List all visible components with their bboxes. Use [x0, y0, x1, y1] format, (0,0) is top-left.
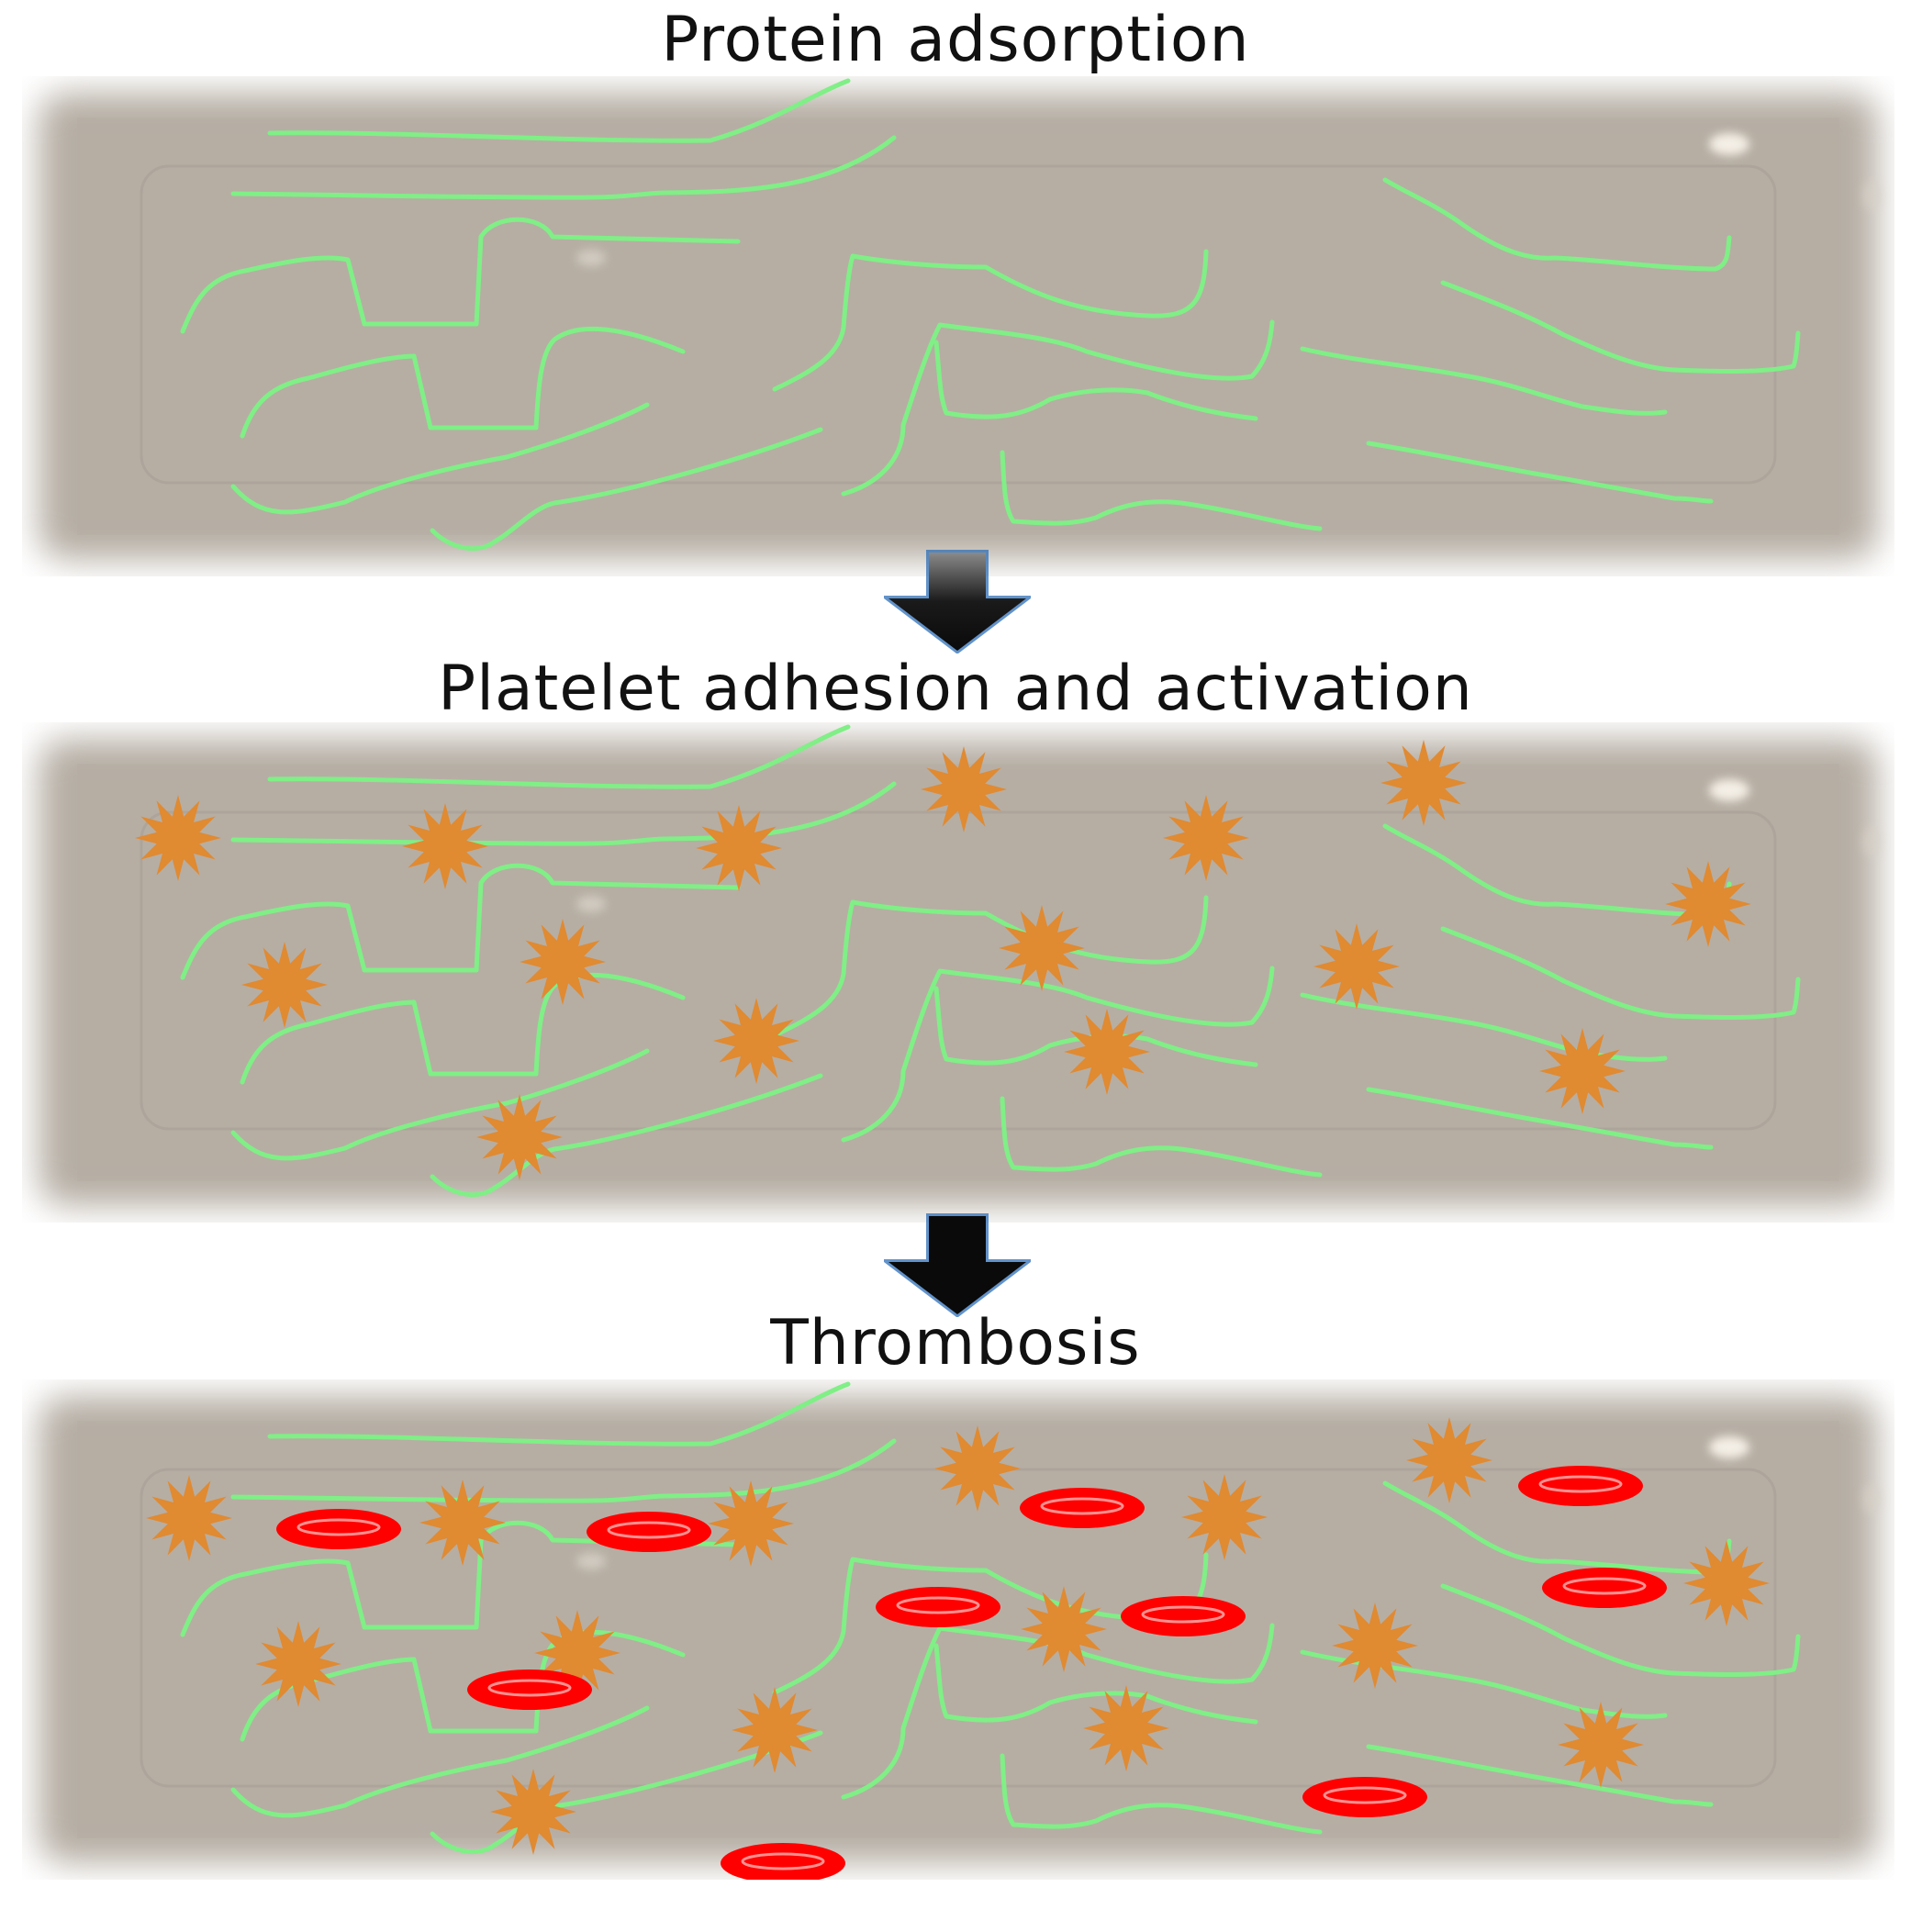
protein-fiber [772, 249, 1209, 392]
protein-fiber [230, 402, 650, 515]
panel-protein-adsorption [39, 78, 1881, 560]
activated-platelet [1558, 1702, 1644, 1788]
activated-platelet [1181, 1474, 1268, 1560]
protein-fiber [180, 217, 741, 334]
activated-platelet [1665, 861, 1751, 947]
activated-platelet [999, 905, 1085, 991]
protein-fiber [841, 1623, 1275, 1800]
protein-fibers [180, 78, 1801, 552]
protein-fiber [841, 319, 1275, 497]
activated-platelet [708, 1480, 794, 1567]
activated-platelet [921, 746, 1007, 832]
activated-platelet [1539, 1028, 1626, 1114]
protein-fiber [933, 986, 1258, 1067]
red-blood-cell [876, 1587, 1000, 1627]
activated-platelets [146, 1417, 1770, 1855]
red-blood-cell [721, 1843, 845, 1880]
red-blood-cell [587, 1512, 711, 1552]
activated-platelet [1064, 1009, 1150, 1095]
protein-fiber [180, 1520, 741, 1637]
protein-fiber [430, 427, 823, 552]
title-thrombosis: Thrombosis [770, 1307, 1141, 1379]
protein-fiber [230, 135, 897, 200]
protein-fiber [933, 1643, 1258, 1725]
activated-platelet [934, 1425, 1021, 1512]
protein-fiber [230, 1705, 650, 1818]
down-arrow-1 [884, 550, 1031, 653]
down-arrow-2 [884, 1213, 1031, 1317]
protein-fiber [933, 340, 1258, 421]
activated-platelet [1332, 1603, 1418, 1689]
activated-platelets [135, 740, 1751, 1180]
activated-platelet [520, 919, 606, 1005]
title-protein-adsorption: Protein adsorption [661, 4, 1250, 76]
protein-fiber [1366, 1744, 1714, 1807]
protein-fiber [267, 1381, 851, 1446]
activated-platelet [255, 1621, 341, 1707]
protein-fiber [1440, 1583, 1801, 1677]
protein-fiber [267, 78, 851, 143]
protein-fiber [230, 781, 897, 846]
activated-platelet [135, 795, 221, 881]
protein-fiber [240, 326, 686, 439]
activated-platelet [1083, 1685, 1169, 1771]
red-blood-cell [1302, 1777, 1427, 1817]
activated-platelet [146, 1475, 232, 1561]
activated-platelet [696, 805, 782, 891]
activated-platelet [419, 1480, 506, 1566]
activated-platelet [1380, 740, 1467, 826]
protein-fiber [1000, 450, 1323, 531]
activated-platelet [1406, 1417, 1492, 1503]
red-blood-cell [467, 1670, 592, 1710]
activated-platelet [1683, 1540, 1770, 1626]
activated-platelet [732, 1687, 818, 1773]
title-platelet-adhesion: Platelet adhesion and activation [438, 653, 1473, 725]
activated-platelet [713, 998, 799, 1084]
activated-platelet [534, 1610, 620, 1696]
activated-platelet [241, 942, 328, 1028]
protein-fiber [230, 1438, 897, 1503]
activated-platelet [490, 1769, 576, 1855]
activated-platelet [402, 803, 488, 889]
red-blood-cell [1518, 1466, 1643, 1506]
red-blood-cell [1020, 1488, 1145, 1528]
protein-fiber [1366, 1087, 1714, 1150]
red-blood-cell [1542, 1568, 1667, 1608]
protein-fiber [180, 863, 741, 980]
protein-fiber [1300, 346, 1668, 416]
red-blood-cell [276, 1509, 401, 1549]
protein-fiber [1300, 992, 1668, 1062]
activated-platelet [476, 1094, 563, 1180]
protein-fiber [230, 1048, 650, 1161]
panel-thrombosis [39, 1381, 1881, 1880]
protein-fiber [1000, 1753, 1323, 1835]
protein-fiber [1366, 441, 1714, 504]
panel-platelet-adhesion [39, 724, 1881, 1206]
activated-platelet [1021, 1586, 1107, 1672]
protein-fiber [1440, 926, 1801, 1020]
protein-fiber [772, 895, 1209, 1038]
protein-fiber [267, 724, 851, 789]
protein-fiber [1000, 1096, 1323, 1178]
red-blood-cells [276, 1466, 1667, 1880]
activated-platelet [1163, 795, 1249, 881]
red-blood-cell [1121, 1596, 1246, 1636]
activated-platelet [1313, 923, 1400, 1010]
protein-fiber [1382, 177, 1732, 272]
protein-fiber [1440, 280, 1801, 374]
protein-fiber [430, 1073, 823, 1198]
